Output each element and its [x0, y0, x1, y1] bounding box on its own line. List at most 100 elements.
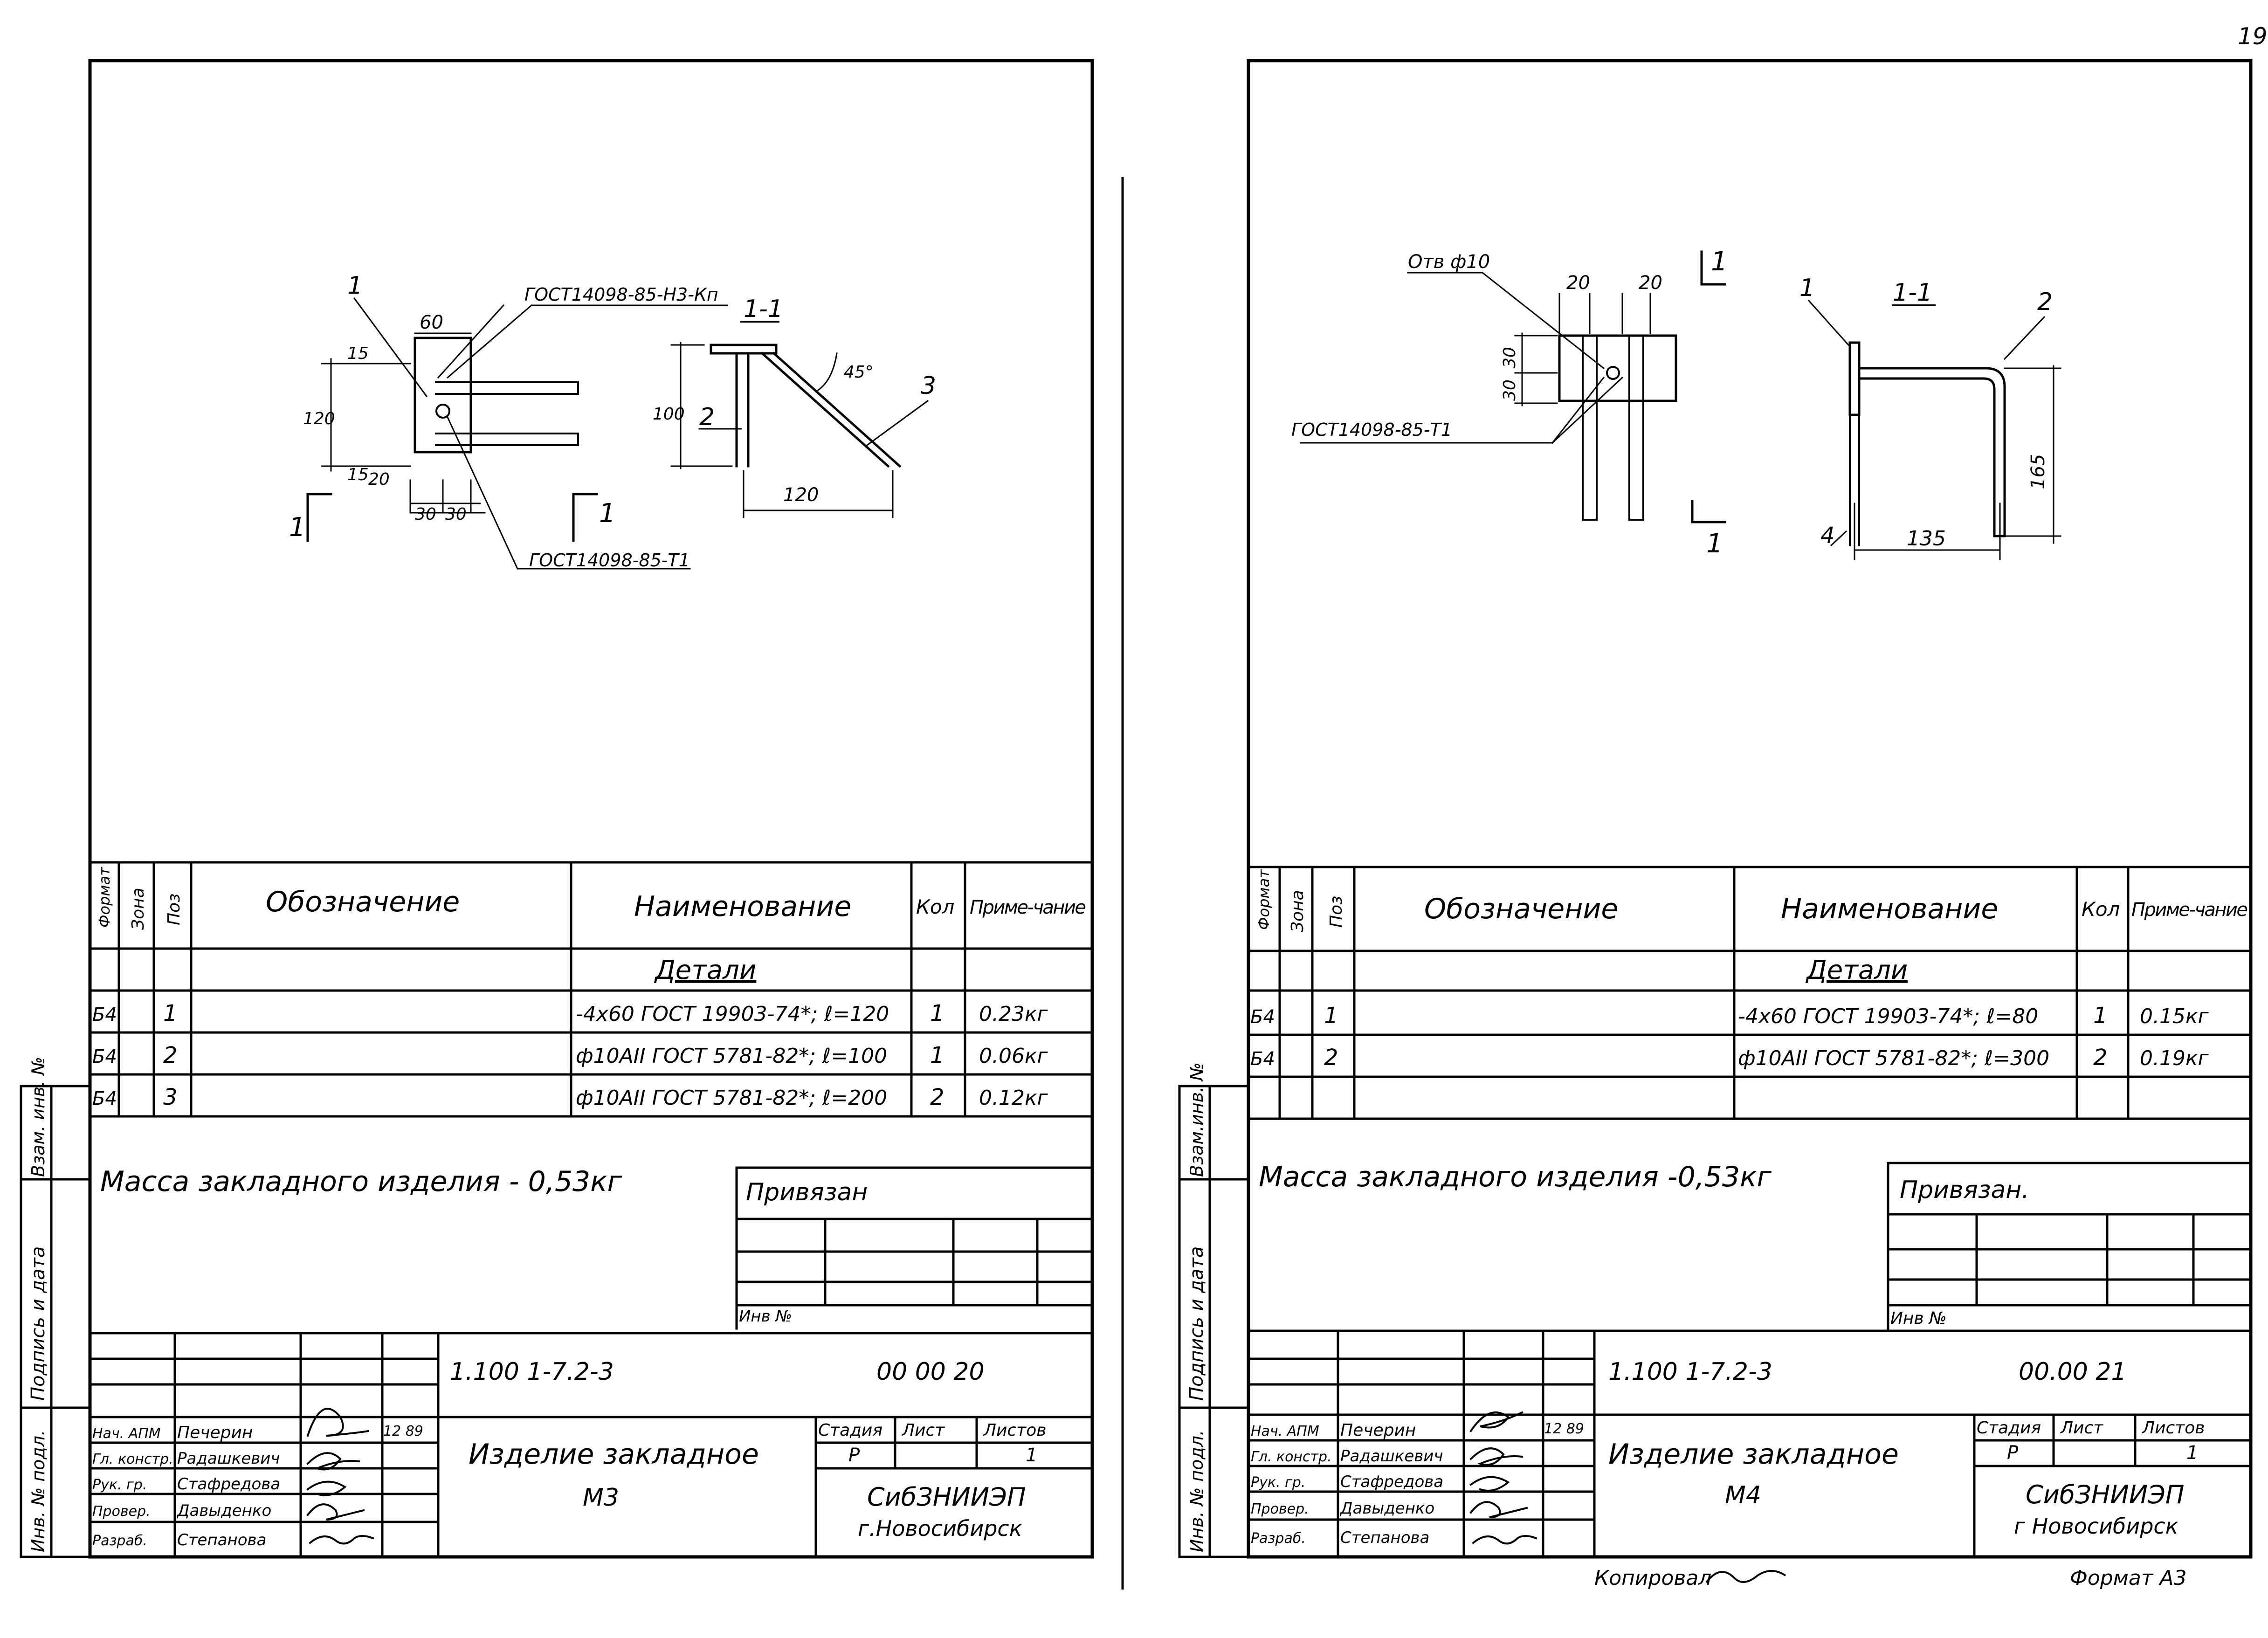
- sheet-1-plan-view: [306, 297, 728, 570]
- sheet-2-section-labels: 1 1-1 2 4 135 165: [1799, 274, 2053, 551]
- sheet-1-role-4: Провер.: [92, 1503, 151, 1520]
- sheet-1-role-2: Гл. констр.: [92, 1451, 173, 1467]
- sheet-2-org1: СибЗНИИЭП: [2026, 1480, 2184, 1509]
- sheet-1-r2-qty: 1: [930, 1042, 944, 1068]
- sheet-1-name-5: Степанова: [177, 1531, 266, 1549]
- sheet-2-r2-pos: 2: [1324, 1045, 1338, 1071]
- sheet-2-side-signature: Подпись и дата: [1186, 1246, 1207, 1401]
- sheet-1-signatures: [306, 1408, 374, 1545]
- sheet-1-sheets-label: Листов: [983, 1421, 1046, 1440]
- sheet-1-h-note: Приме-чание: [970, 897, 1086, 918]
- sheet-1-sheet-label: Лист: [901, 1421, 945, 1440]
- sheet-1-r2-format: Б4: [92, 1046, 117, 1067]
- sheet-2-h-designation: Обозначение: [1424, 893, 1618, 925]
- sheet-1-title-block: 1.100 1-7.2-3 00 00 20 Изделие закладное…: [92, 1358, 1046, 1549]
- page-number: 19: [2238, 23, 2268, 50]
- sheet-1-r3-pos: 3: [163, 1084, 178, 1110]
- sheet-2-pos-1: 1: [1799, 274, 1815, 302]
- sheet-2-sheets: 1: [2186, 1442, 2198, 1464]
- sheet-1-side-signature: Подпись и дата: [28, 1246, 49, 1401]
- sheet-1-section-labels: 1-1 45° 100 2 3 120: [653, 295, 936, 506]
- sheet-1-spec-grid: [89, 861, 1094, 1118]
- sheet-1-dim-60: 60: [420, 312, 443, 333]
- sheet-2-dim-165: 165: [2027, 454, 2049, 489]
- sheet-1-title-line2: М3: [583, 1484, 619, 1512]
- sheet-2-role-2: Гл. констр.: [1251, 1449, 1332, 1465]
- sheet-1-h-pos: Поз: [165, 894, 184, 925]
- sheet-2-name-4: Давыденко: [1339, 1499, 1434, 1518]
- sheet-2-h-note: Приме-чание: [2131, 899, 2248, 921]
- sheet-1-name-3: Стафредова: [177, 1475, 280, 1493]
- sheet-1-r1-note: 0.23кг: [979, 1002, 1048, 1026]
- sheet-2-r1-format: Б4: [1250, 1006, 1275, 1028]
- sheet-1-role-3: Рук. гр.: [92, 1477, 147, 1493]
- sheet-2-title-line1: Изделие закладное: [1608, 1438, 1899, 1471]
- sheet-2-title-line2: М4: [1725, 1481, 1761, 1509]
- sheet-1-r1-format: Б4: [92, 1004, 117, 1025]
- sheet-1-plan-labels: 1 ГОСТ14098-85-Н3-Кп 60 15 120 15 20 30 …: [289, 272, 718, 571]
- sheet-2-signatures: [1469, 1411, 1537, 1545]
- sheet-2-r1-pos: 1: [1324, 1003, 1338, 1029]
- sheet-2-section-title: 1-1: [1893, 279, 1932, 307]
- sheet-1-h-qty: Кол: [916, 895, 954, 918]
- sheet-2-h-name: Наименование: [1781, 893, 1998, 925]
- sheet-1-name-4: Давыденко: [176, 1501, 271, 1520]
- sheet-2-r1-name: -4х60 ГОСТ 19903-74*; ℓ=80: [1738, 1005, 2038, 1028]
- sheet-1-r3-format: Б4: [92, 1088, 117, 1109]
- sheet-2-h-pos: Поз: [1327, 896, 1346, 928]
- copier-signature: [1705, 1570, 1786, 1583]
- sheet-2-side-replaced: Взам.инв. №: [1186, 1062, 1207, 1177]
- sheet-2-h-format: Формат: [1255, 869, 1273, 930]
- sheet-2-spec-grid: [1247, 866, 2252, 1120]
- sheet-1-r1-name: -4х60 ГОСТ 19903-74*; ℓ=120: [576, 1002, 889, 1026]
- sheet-2-name-2: Радашкевич: [1340, 1447, 1443, 1466]
- sheet-1-title-grid: [89, 1332, 1094, 1558]
- sheet-1-gost-anchor: ГОСТ14098-85-Н3-Кп: [524, 284, 718, 305]
- sheet-2-cut-bottom: 1: [1706, 529, 1723, 559]
- sheet-1-r2-note: 0.06кг: [979, 1044, 1048, 1068]
- sheet-2-name-5: Степанова: [1340, 1528, 1429, 1547]
- sheet-2-title-block: 1.100 1-7.2-3 00.00 21 Изделие закладное…: [1251, 1358, 2205, 1547]
- sheet-1-bound-grid: [735, 1166, 1094, 1330]
- sheet-2-frame: [1247, 59, 2253, 1559]
- sheet-2-gost-weld: ГОСТ14098-85-Т1: [1291, 420, 1452, 440]
- sheet-2-role-4: Провер.: [1251, 1501, 1309, 1517]
- sheet-1-frame: [88, 59, 1094, 1559]
- sheet-1-h-format: Формат: [96, 867, 113, 928]
- sheet-2-h-qty: Кол: [2082, 898, 2120, 921]
- sheet-2-name-1: Печерин: [1340, 1421, 1416, 1440]
- sheet-1-r1-pos: 1: [163, 1000, 178, 1026]
- sheet-1-h-zone: Зона: [129, 888, 148, 930]
- sheet-2-title-grid: [1247, 1329, 2252, 1558]
- sheet-2-doc-code: 1.100 1-7.2-3: [1608, 1358, 1772, 1386]
- sheet-1-mass: Масса закладного изделия - 0,53кг: [100, 1165, 622, 1198]
- sheet-1-role-5: Разраб.: [92, 1533, 147, 1549]
- footer-format: Формат А3: [2070, 1566, 2187, 1590]
- sheet-1-org1: СибЗНИИЭП: [867, 1482, 1026, 1512]
- sheet-2-bound-grid: [1887, 1162, 2252, 1332]
- sheet-2-role-3: Рук. гр.: [1251, 1474, 1305, 1491]
- sheet-1: 1 ГОСТ14098-85-Н3-Кп 60 15 120 15 20 30 …: [20, 59, 1094, 1559]
- sheet-1-bound: Привязан: [746, 1178, 868, 1206]
- sheet-1-stage-label: Стадия: [818, 1421, 882, 1440]
- sheet-1-section-details: Детали: [654, 955, 756, 985]
- sheet-1-dim-30a: 30: [415, 505, 436, 524]
- sheet-1-date: 12 89: [383, 1423, 423, 1439]
- sheet-1-stage: Р: [848, 1445, 860, 1466]
- sheet-2: Отв ф10 20 20 30 30 ГОСТ14098-85-Т1 1 1: [1178, 59, 2253, 1559]
- sheet-1-dim-120: 120: [783, 484, 819, 506]
- sheet-1-pos-3: 3: [921, 372, 936, 400]
- sheet-1-pos-2: 2: [699, 403, 715, 431]
- sheet-1-cut-right: 1: [599, 498, 616, 529]
- sheet-1-name-2: Радашкевич: [177, 1449, 280, 1468]
- sheet-1-sheets: 1: [1026, 1445, 1037, 1466]
- sheet-1-section-view: [670, 321, 929, 518]
- footer-copied: Копировал: [1594, 1566, 1711, 1590]
- sheet-2-r2-name: ф10АII ГОСТ 5781-82*; ℓ=300: [1738, 1046, 2049, 1070]
- sheet-1-side-replaced: Взам. инв. №: [28, 1057, 48, 1177]
- sheet-1-pos-1: 1: [347, 272, 363, 300]
- sheet-2-dim-135: 135: [1907, 527, 1946, 551]
- sheet-1-sheet-code: 00 00 20: [876, 1358, 985, 1386]
- sheet-2-plan-labels: Отв ф10 20 20 30 30 ГОСТ14098-85-Т1 1 1: [1291, 247, 1728, 559]
- sheet-2-r2-qty: 2: [2093, 1045, 2108, 1071]
